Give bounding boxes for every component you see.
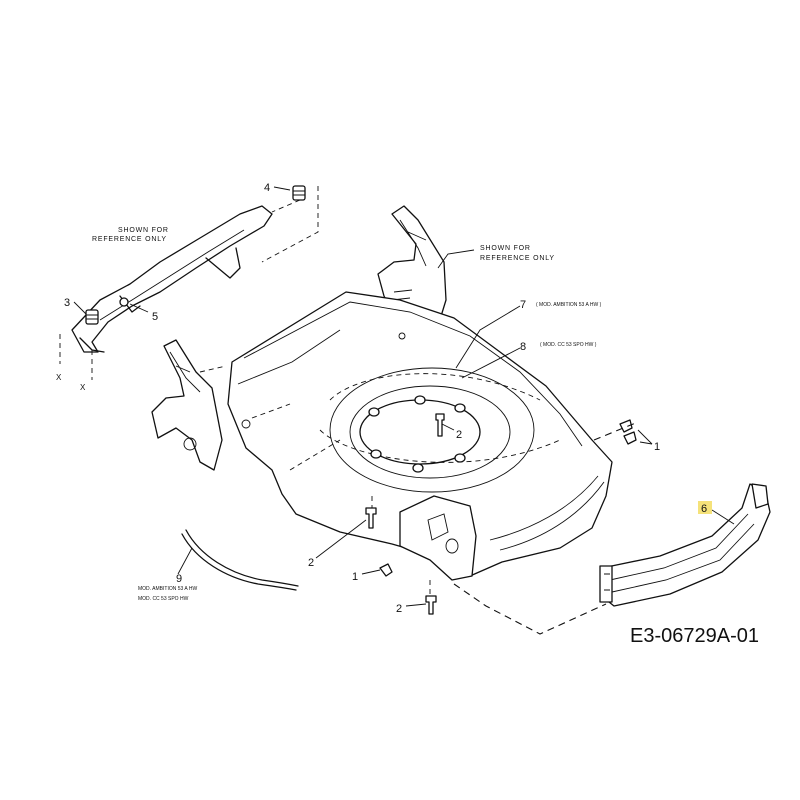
bolts xyxy=(365,413,637,615)
callout-1-bottom: 1 xyxy=(352,571,358,583)
reference-notes: SHOWN FOR REFERENCE ONLY SHOWN FOR REFER… xyxy=(92,227,555,262)
callout-6-highlight: 6 xyxy=(698,501,712,515)
part-code: E3-06729A-01 xyxy=(630,625,759,647)
guard-rail-part-6 xyxy=(599,483,771,607)
model-note-7: ( MOD. AMBITION 53 A HW ) xyxy=(536,302,602,308)
note-shown-for-2: SHOWN FOR xyxy=(480,245,531,252)
flap-part-9 xyxy=(181,529,299,591)
callout-4: 4 xyxy=(264,182,270,194)
handle-assembly xyxy=(59,185,319,380)
callout-7: 7 xyxy=(520,299,526,311)
note-reference-only-1: REFERENCE ONLY xyxy=(92,236,167,243)
model-notes: ( MOD. AMBITION 53 A HW ) ( MOD. CC 53 S… xyxy=(138,302,602,602)
note-shown-for-1: SHOWN FOR xyxy=(118,227,169,234)
mower-deck xyxy=(227,291,613,581)
callout-1-right: 1 xyxy=(654,441,660,453)
callout-numbers: 4 3 5 X X 7 8 2 1 2 1 2 9 xyxy=(56,182,660,615)
callout-9: 9 xyxy=(176,573,182,585)
callout-2-bottom: 2 xyxy=(396,603,402,615)
callout-x-left-2: X xyxy=(80,383,86,392)
model-note-9a: MOD. AMBITION 53 A HW xyxy=(138,586,197,592)
handle-knob-left xyxy=(85,309,99,325)
leader-lines xyxy=(73,186,735,607)
callout-2-left: 2 xyxy=(308,557,314,569)
assembly-line-bolts xyxy=(593,421,639,441)
callout-8: 8 xyxy=(520,341,526,353)
callout-x-left: X xyxy=(56,373,62,382)
callout-6: 6 xyxy=(701,503,707,515)
model-note-8: ( MOD. CC 53 SPO HW ) xyxy=(540,342,597,348)
callout-3: 3 xyxy=(64,297,70,309)
model-note-9b: MOD. CC 53 SPO HW xyxy=(138,596,189,602)
left-bracket xyxy=(151,339,227,471)
callout-5: 5 xyxy=(152,311,158,323)
highlight-box xyxy=(698,501,712,514)
assembly-line-rail xyxy=(453,583,607,635)
callout-2-center: 2 xyxy=(456,429,462,441)
handle-knob-top xyxy=(292,185,306,201)
note-reference-only-2: REFERENCE ONLY xyxy=(480,255,555,262)
